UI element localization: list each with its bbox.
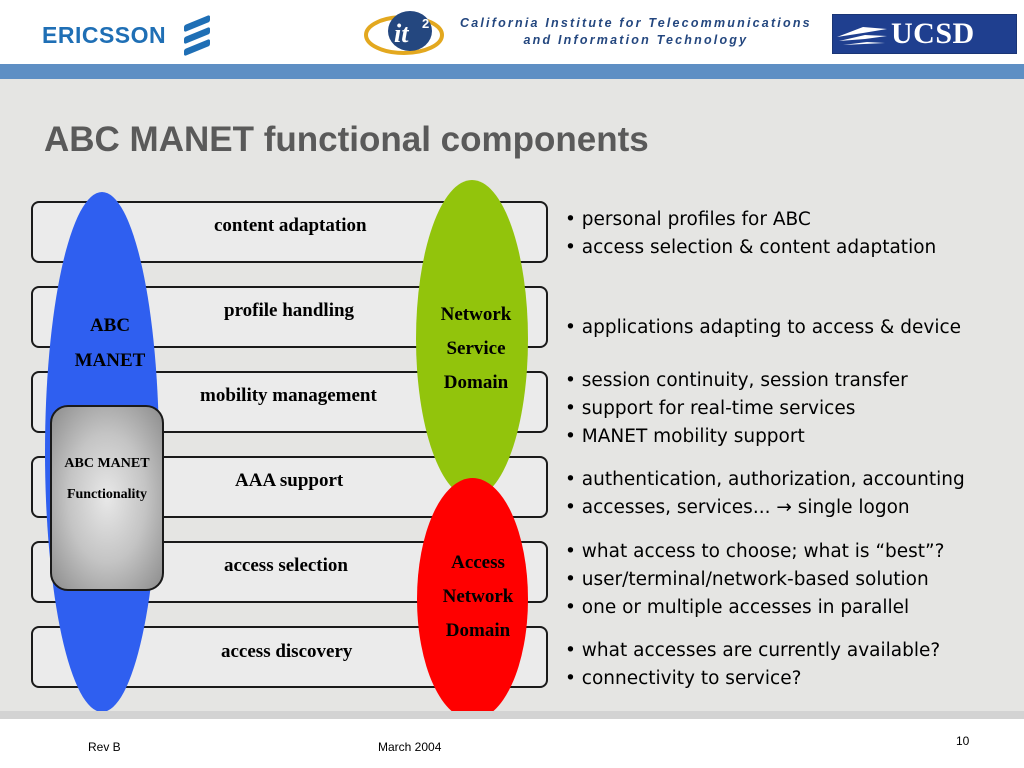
ucsd-wing-icon xyxy=(837,27,887,45)
network-label-line3: Domain xyxy=(443,372,509,393)
footer xyxy=(0,711,1024,768)
footer-divider xyxy=(0,711,1024,719)
layer-label: profile handling xyxy=(224,300,355,321)
abc-label-line1: ABC xyxy=(89,315,131,336)
bullet-item: • what access to choose; what is “best”? xyxy=(565,541,945,562)
calit2-line2: and Information Technology xyxy=(523,33,749,47)
calit2-swirl-icon: it 2 xyxy=(364,11,444,55)
access-network-domain-ellipse xyxy=(417,478,528,720)
bullet-item: • MANET mobility support xyxy=(565,426,805,447)
abc-manet-label: ABC MANET xyxy=(55,308,165,378)
footer-date: March 2004 xyxy=(378,740,442,754)
network-service-domain-ellipse xyxy=(416,180,528,498)
bullet-group-aaa-support: • authentication, authorization, account… xyxy=(565,466,965,522)
access-label-line2: Network xyxy=(442,586,514,607)
page-number: 10 xyxy=(956,734,970,748)
header-bar xyxy=(0,64,1024,79)
functionality-label: ABC MANET Functionality xyxy=(50,448,164,510)
bullet-group-mobility-management: • session continuity, session transfer •… xyxy=(565,367,908,451)
bullet-item: • accesses, services... → single logon xyxy=(565,497,910,518)
bullet-group-profile-handling: • applications adapting to access & devi… xyxy=(565,314,961,342)
layer-label: access discovery xyxy=(221,641,353,662)
func-label-line1: ABC MANET xyxy=(64,456,150,471)
network-service-domain-label: Network Service Domain xyxy=(416,298,536,400)
bullet-item: • personal profiles for ABC xyxy=(565,209,811,230)
ucsd-logo: UCSD xyxy=(832,14,1017,54)
access-label-line1: Access xyxy=(451,552,505,573)
bullet-item: • what accesses are currently available? xyxy=(565,640,941,661)
ucsd-wordmark: UCSD xyxy=(891,17,975,50)
bullet-group-access-selection: • what access to choose; what is “best”?… xyxy=(565,538,944,622)
calit2-line1: California Institute for Telecommunicati… xyxy=(460,16,812,30)
bullet-item: • connectivity to service? xyxy=(565,668,802,689)
bullet-item: • authentication, authorization, account… xyxy=(565,469,965,490)
ericsson-wordmark: ERICSSON xyxy=(42,21,167,48)
layer-label: mobility management xyxy=(200,385,377,406)
layer-label: access selection xyxy=(224,555,348,576)
abc-label-line2: MANET xyxy=(74,350,146,371)
bullet-item: • session continuity, session transfer xyxy=(565,370,908,391)
layer-label: content adaptation xyxy=(214,215,367,236)
bullet-item: • support for real-time services xyxy=(565,398,856,419)
calit2-mark: it xyxy=(394,19,409,48)
ericsson-mark-icon xyxy=(184,14,211,57)
bullet-item: • one or multiple accesses in parallel xyxy=(565,597,910,618)
func-label-line2: Functionality xyxy=(66,487,148,502)
access-label-line3: Domain xyxy=(445,620,511,641)
network-label-line1: Network xyxy=(440,304,512,325)
slide-title: ABC MANET functional components xyxy=(44,120,649,159)
calit2-superscript: 2 xyxy=(422,16,429,31)
bullet-item: • user/terminal/network-based solution xyxy=(565,569,929,590)
ericsson-logo: ERICSSON xyxy=(42,14,211,57)
layer-label: AAA support xyxy=(235,470,344,491)
abc-manet-functionality-box xyxy=(50,405,164,591)
bullet-group-content-adaptation: • personal profiles for ABC • access sel… xyxy=(565,206,936,262)
bullet-item: • access selection & content adaptation xyxy=(565,237,937,258)
footer-revision: Rev B xyxy=(88,740,121,754)
bullet-group-access-discovery: • what accesses are currently available?… xyxy=(565,637,940,693)
calit2-logo: it 2 California Institute for Telecommun… xyxy=(364,8,812,56)
access-network-domain-label: Access Network Domain xyxy=(418,546,538,648)
bullet-item: • applications adapting to access & devi… xyxy=(565,317,962,338)
network-label-line2: Service xyxy=(446,338,506,359)
header: ERICSSON it 2 California Institute for T… xyxy=(0,0,1024,64)
